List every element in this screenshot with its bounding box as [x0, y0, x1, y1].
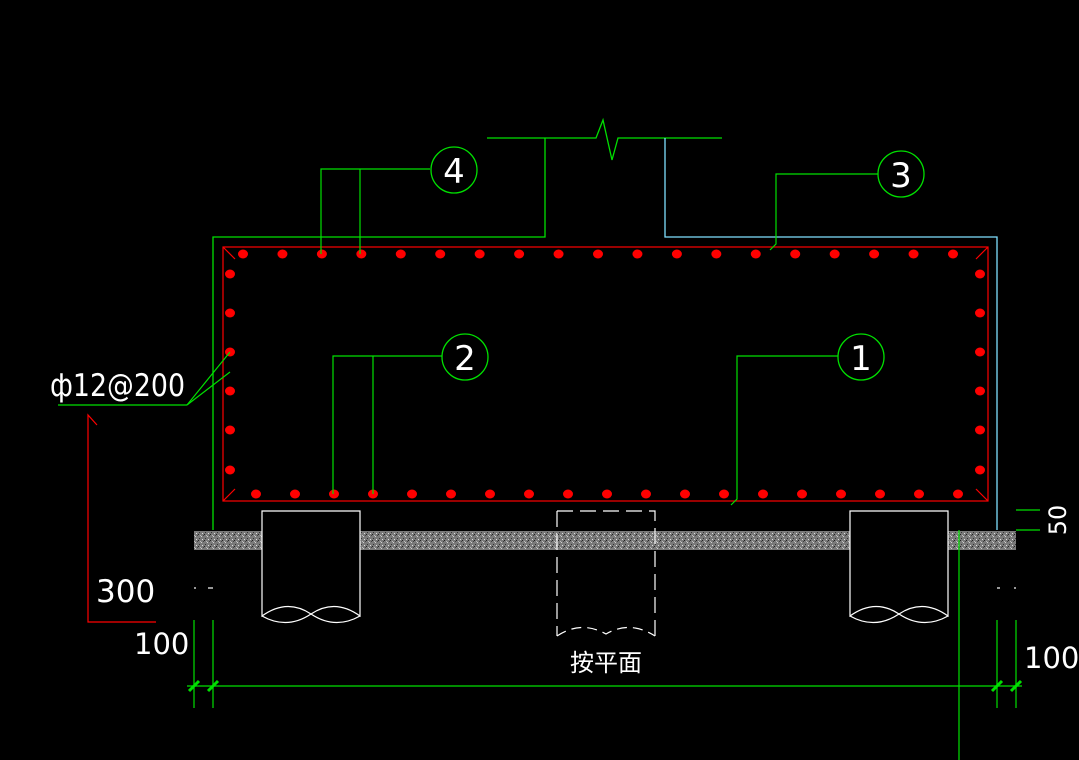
rebar-dot-top: [435, 249, 446, 259]
rebar-dot-left: [225, 308, 235, 318]
rebar-dot-right: [975, 465, 985, 475]
callout-2-label: 2: [454, 339, 476, 379]
rebar-dot-bottom: [524, 489, 534, 499]
callout-4-label: 4: [443, 152, 465, 192]
rebar-dot-top: [514, 249, 525, 259]
rebar-dot-bottom: [758, 489, 768, 499]
rebar-dot-right: [975, 269, 985, 279]
dimension-ticks: [187, 679, 1023, 693]
rebar-dot-bottom: [641, 489, 651, 499]
rebar-dot-bottom: [290, 489, 300, 499]
callout-1: 1: [730, 333, 885, 506]
rebar-dot-bottom: [446, 489, 456, 499]
column-break-line: [487, 117, 722, 161]
rebar-dot-right: [975, 386, 985, 396]
rebar-dot-bottom: [953, 489, 963, 499]
side-rebar-spec: ф12@200: [50, 368, 185, 404]
rebar-dot-right: [975, 347, 985, 357]
rebar-dot-top: [790, 249, 801, 259]
rebar-dot-bottom: [602, 489, 612, 499]
rebar-dot-left: [225, 269, 235, 279]
column-outline: [212, 138, 998, 530]
rebar-dot-top: [829, 249, 840, 259]
rebar-dot-top: [671, 249, 682, 259]
rebar-dot-bottom: [680, 489, 690, 499]
rebar-dot-top: [632, 249, 643, 259]
rebar-dot-top: [869, 249, 880, 259]
cushion-layer: [194, 531, 1016, 550]
rebar-dot-top: [750, 249, 761, 259]
callout-3: 3: [769, 150, 925, 251]
rebar-dot-bottom: [485, 489, 495, 499]
rebar-dot-right: [975, 425, 985, 435]
rebar-dot-top: [948, 249, 958, 259]
rebar-dot-top: [711, 249, 722, 259]
rebar-dot-left: [225, 425, 235, 435]
plan-note-label: 按平面: [570, 649, 642, 677]
rebar-dot-bottom: [563, 489, 573, 499]
side-rebar-leader: [58, 351, 231, 406]
rebar-dot-top: [553, 249, 564, 259]
dim-100-left-label: 100: [134, 627, 189, 661]
anchorage-bend: [87, 413, 156, 623]
rebar-dot-top: [908, 249, 919, 259]
rebar-dot-left: [225, 386, 235, 396]
rebar-dots-group: [225, 249, 985, 499]
callout-2: 2: [332, 333, 489, 494]
rebar-dot-top: [238, 249, 248, 259]
rebar-dot-bottom: [797, 489, 807, 499]
callout-3-label: 3: [890, 156, 912, 196]
pile-right: [849, 510, 949, 624]
rebar-dot-top: [474, 249, 485, 259]
dim-300-label: 300: [96, 574, 155, 610]
rebar-dot-right: [975, 308, 985, 318]
pile-left: [261, 510, 361, 624]
rebar-dot-top: [316, 249, 327, 259]
rebar-dot-bottom: [875, 489, 885, 499]
bottom-dimension: [187, 509, 1040, 760]
rebar-dot-bottom: [719, 489, 729, 499]
rebar-dot-left: [225, 465, 235, 475]
rebar-dot-top: [395, 249, 406, 259]
rebar-dot-bottom: [251, 489, 261, 499]
rebar-dot-top: [593, 249, 603, 259]
rebar-dot-bottom: [836, 489, 846, 499]
callout-4: 4: [320, 146, 478, 254]
rebar-dot-top: [356, 249, 367, 259]
rebar-stirrup-outline: [222, 246, 989, 502]
rebar-dot-bottom: [407, 489, 417, 499]
callout-1-label: 1: [850, 339, 872, 379]
rebar-dot-bottom: [914, 489, 924, 499]
pile-center-hidden: [556, 510, 656, 637]
dim-100-right-label: 100: [1024, 641, 1079, 675]
rebar-dot-bottom: [329, 489, 339, 499]
dim-50-label: 50: [1044, 505, 1072, 536]
rebar-dot-top: [277, 249, 288, 259]
